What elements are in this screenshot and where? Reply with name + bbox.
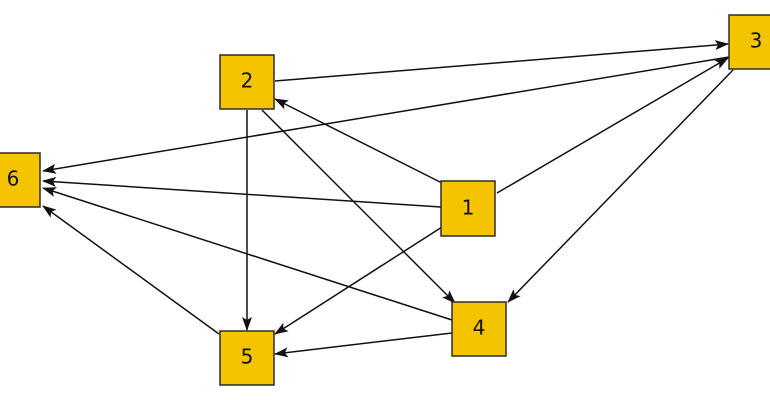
edge-1-to-6: [42, 176, 442, 208]
node-2[interactable]: 2: [219, 54, 275, 110]
node-1[interactable]: 1: [440, 180, 496, 237]
node-4[interactable]: 4: [451, 301, 507, 357]
node-3[interactable]: 3: [728, 14, 770, 70]
edge-2-to-4: [261, 109, 456, 304]
edge-1-to-2: [274, 98, 443, 184]
node-5[interactable]: 5: [219, 330, 275, 386]
edge-3-to-4: [507, 69, 734, 303]
edges-layer: [42, 40, 734, 358]
edge-5-to-6: [42, 205, 220, 335]
node-4-label: 4: [473, 316, 486, 340]
edge-3-to-6: [42, 56, 730, 174]
node-5-label: 5: [241, 345, 254, 369]
edge-4-to-5: [274, 332, 453, 358]
edge-1-to-5: [274, 226, 443, 335]
edge-4-to-6: [42, 187, 453, 321]
node-2-label: 2: [241, 69, 254, 93]
node-1-label: 1: [462, 196, 475, 220]
node-6[interactable]: 6: [0, 152, 41, 208]
node-3-label: 3: [750, 29, 763, 53]
edge-2-to-3: [274, 40, 729, 82]
node-6-label: 6: [7, 167, 20, 191]
edge-1-to-3: [496, 57, 729, 194]
